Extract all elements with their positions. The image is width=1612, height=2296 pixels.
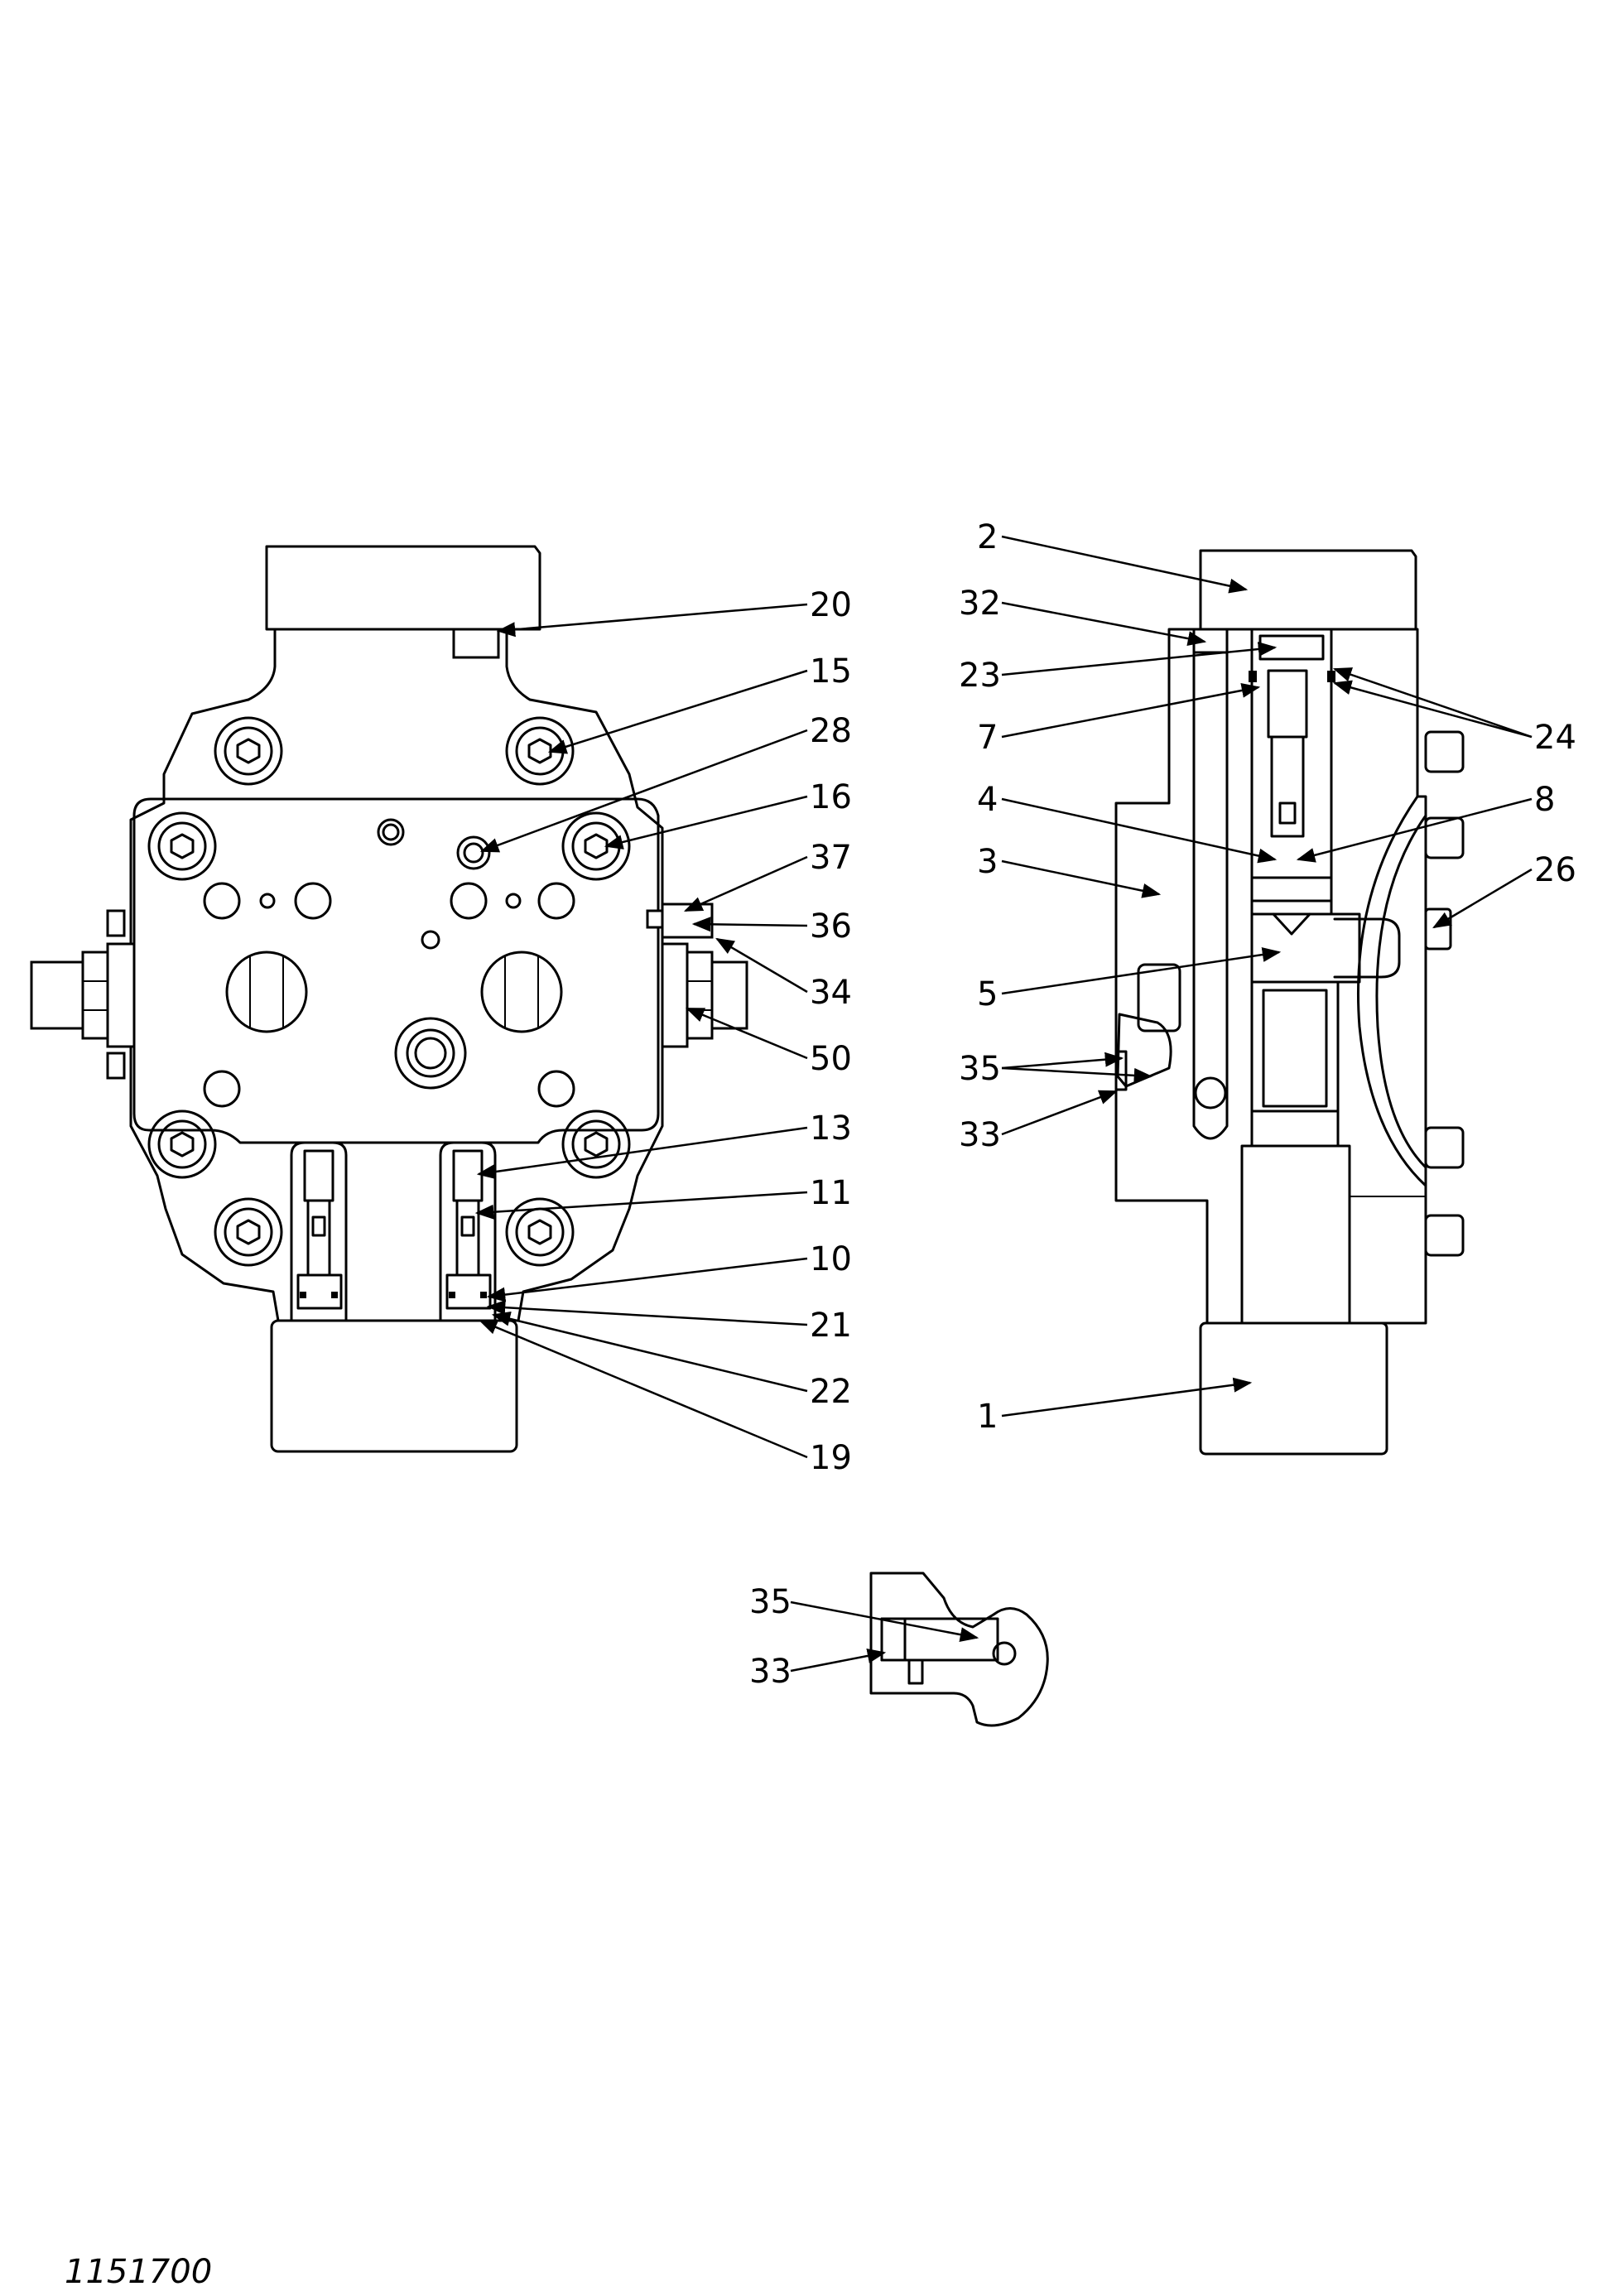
bolt [561,1109,631,1179]
detail-view [869,1572,1049,1727]
callout-28: 28 [810,712,852,750]
figure-code: 1151700 [65,2253,212,2291]
callout-15: 15 [810,652,852,691]
callout-3: 3 [977,843,998,881]
callout-21: 21 [810,1307,852,1345]
callout-4: 4 [977,781,998,819]
bolt [147,811,217,881]
callout-34: 34 [810,974,852,1012]
bolt [561,811,631,881]
ports [203,818,575,1108]
callout-36: 36 [810,907,852,946]
callout-2: 2 [977,518,998,556]
bolt [505,716,575,786]
callout-33: 33 [959,1116,1001,1154]
studs [1424,730,1465,1257]
callout-10: 10 [810,1240,852,1278]
callout-22: 22 [810,1373,852,1411]
callout-8: 8 [1534,781,1555,819]
bolt [147,1109,217,1179]
front-view [30,545,748,1453]
callout-26: 26 [1534,851,1576,889]
bolt [214,1197,283,1267]
callout-7: 7 [977,719,998,757]
callout-50: 50 [810,1040,852,1078]
callout-5: 5 [977,975,998,1013]
callout-19: 19 [810,1439,852,1477]
callout-16: 16 [810,778,852,816]
callout-11: 11 [810,1174,852,1212]
bolt-heads [147,716,631,1267]
callout-23: 23 [959,657,1001,695]
callout-32: 32 [959,585,1001,623]
pilot-cartridges [290,1141,497,1322]
callout-1: 1 [977,1398,998,1436]
bolt [214,716,283,786]
callout-37: 37 [810,839,852,877]
callout-detail-33: 33 [749,1653,792,1691]
callout-35: 35 [959,1050,1001,1088]
callout-labels: 20 15 28 16 37 36 34 50 13 11 10 21 22 1… [749,518,1576,1691]
callout-detail-35: 35 [749,1583,792,1621]
callout-20: 20 [810,586,852,624]
left-fitting [30,909,136,1080]
callout-24: 24 [1534,719,1576,757]
leader-lines [474,535,1533,1673]
section-view [1114,549,1465,1456]
callout-13: 13 [810,1109,852,1148]
